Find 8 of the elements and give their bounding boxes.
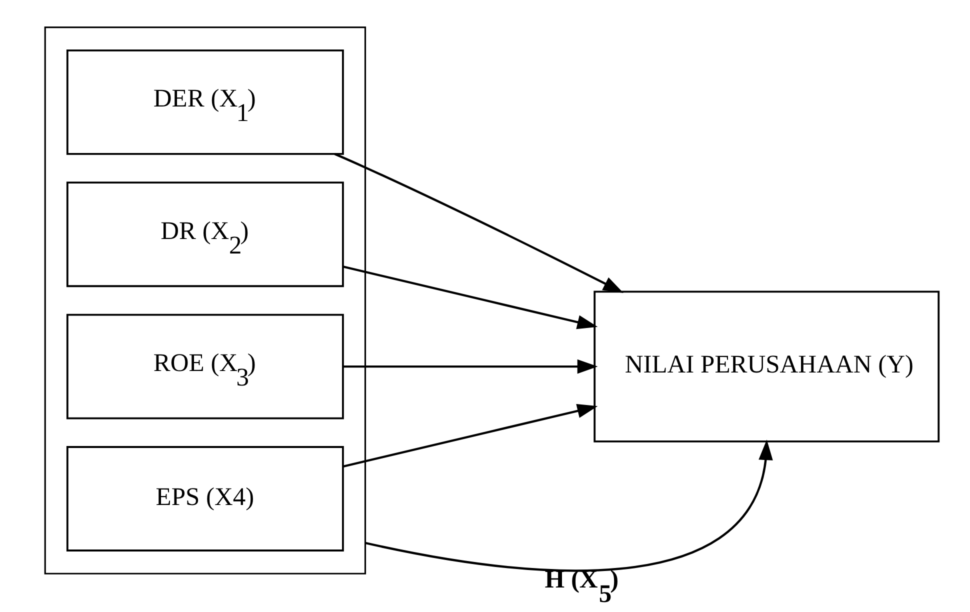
node-box: EPS (X4): [66, 446, 344, 552]
arrow: [342, 404, 598, 468]
arrow: [342, 359, 598, 374]
cluster: [44, 26, 366, 574]
arrow: [342, 266, 598, 330]
arrow: [364, 440, 772, 572]
node-box: NILAI PERUSAHAAN (Y): [593, 290, 940, 442]
arrow: [334, 152, 623, 293]
